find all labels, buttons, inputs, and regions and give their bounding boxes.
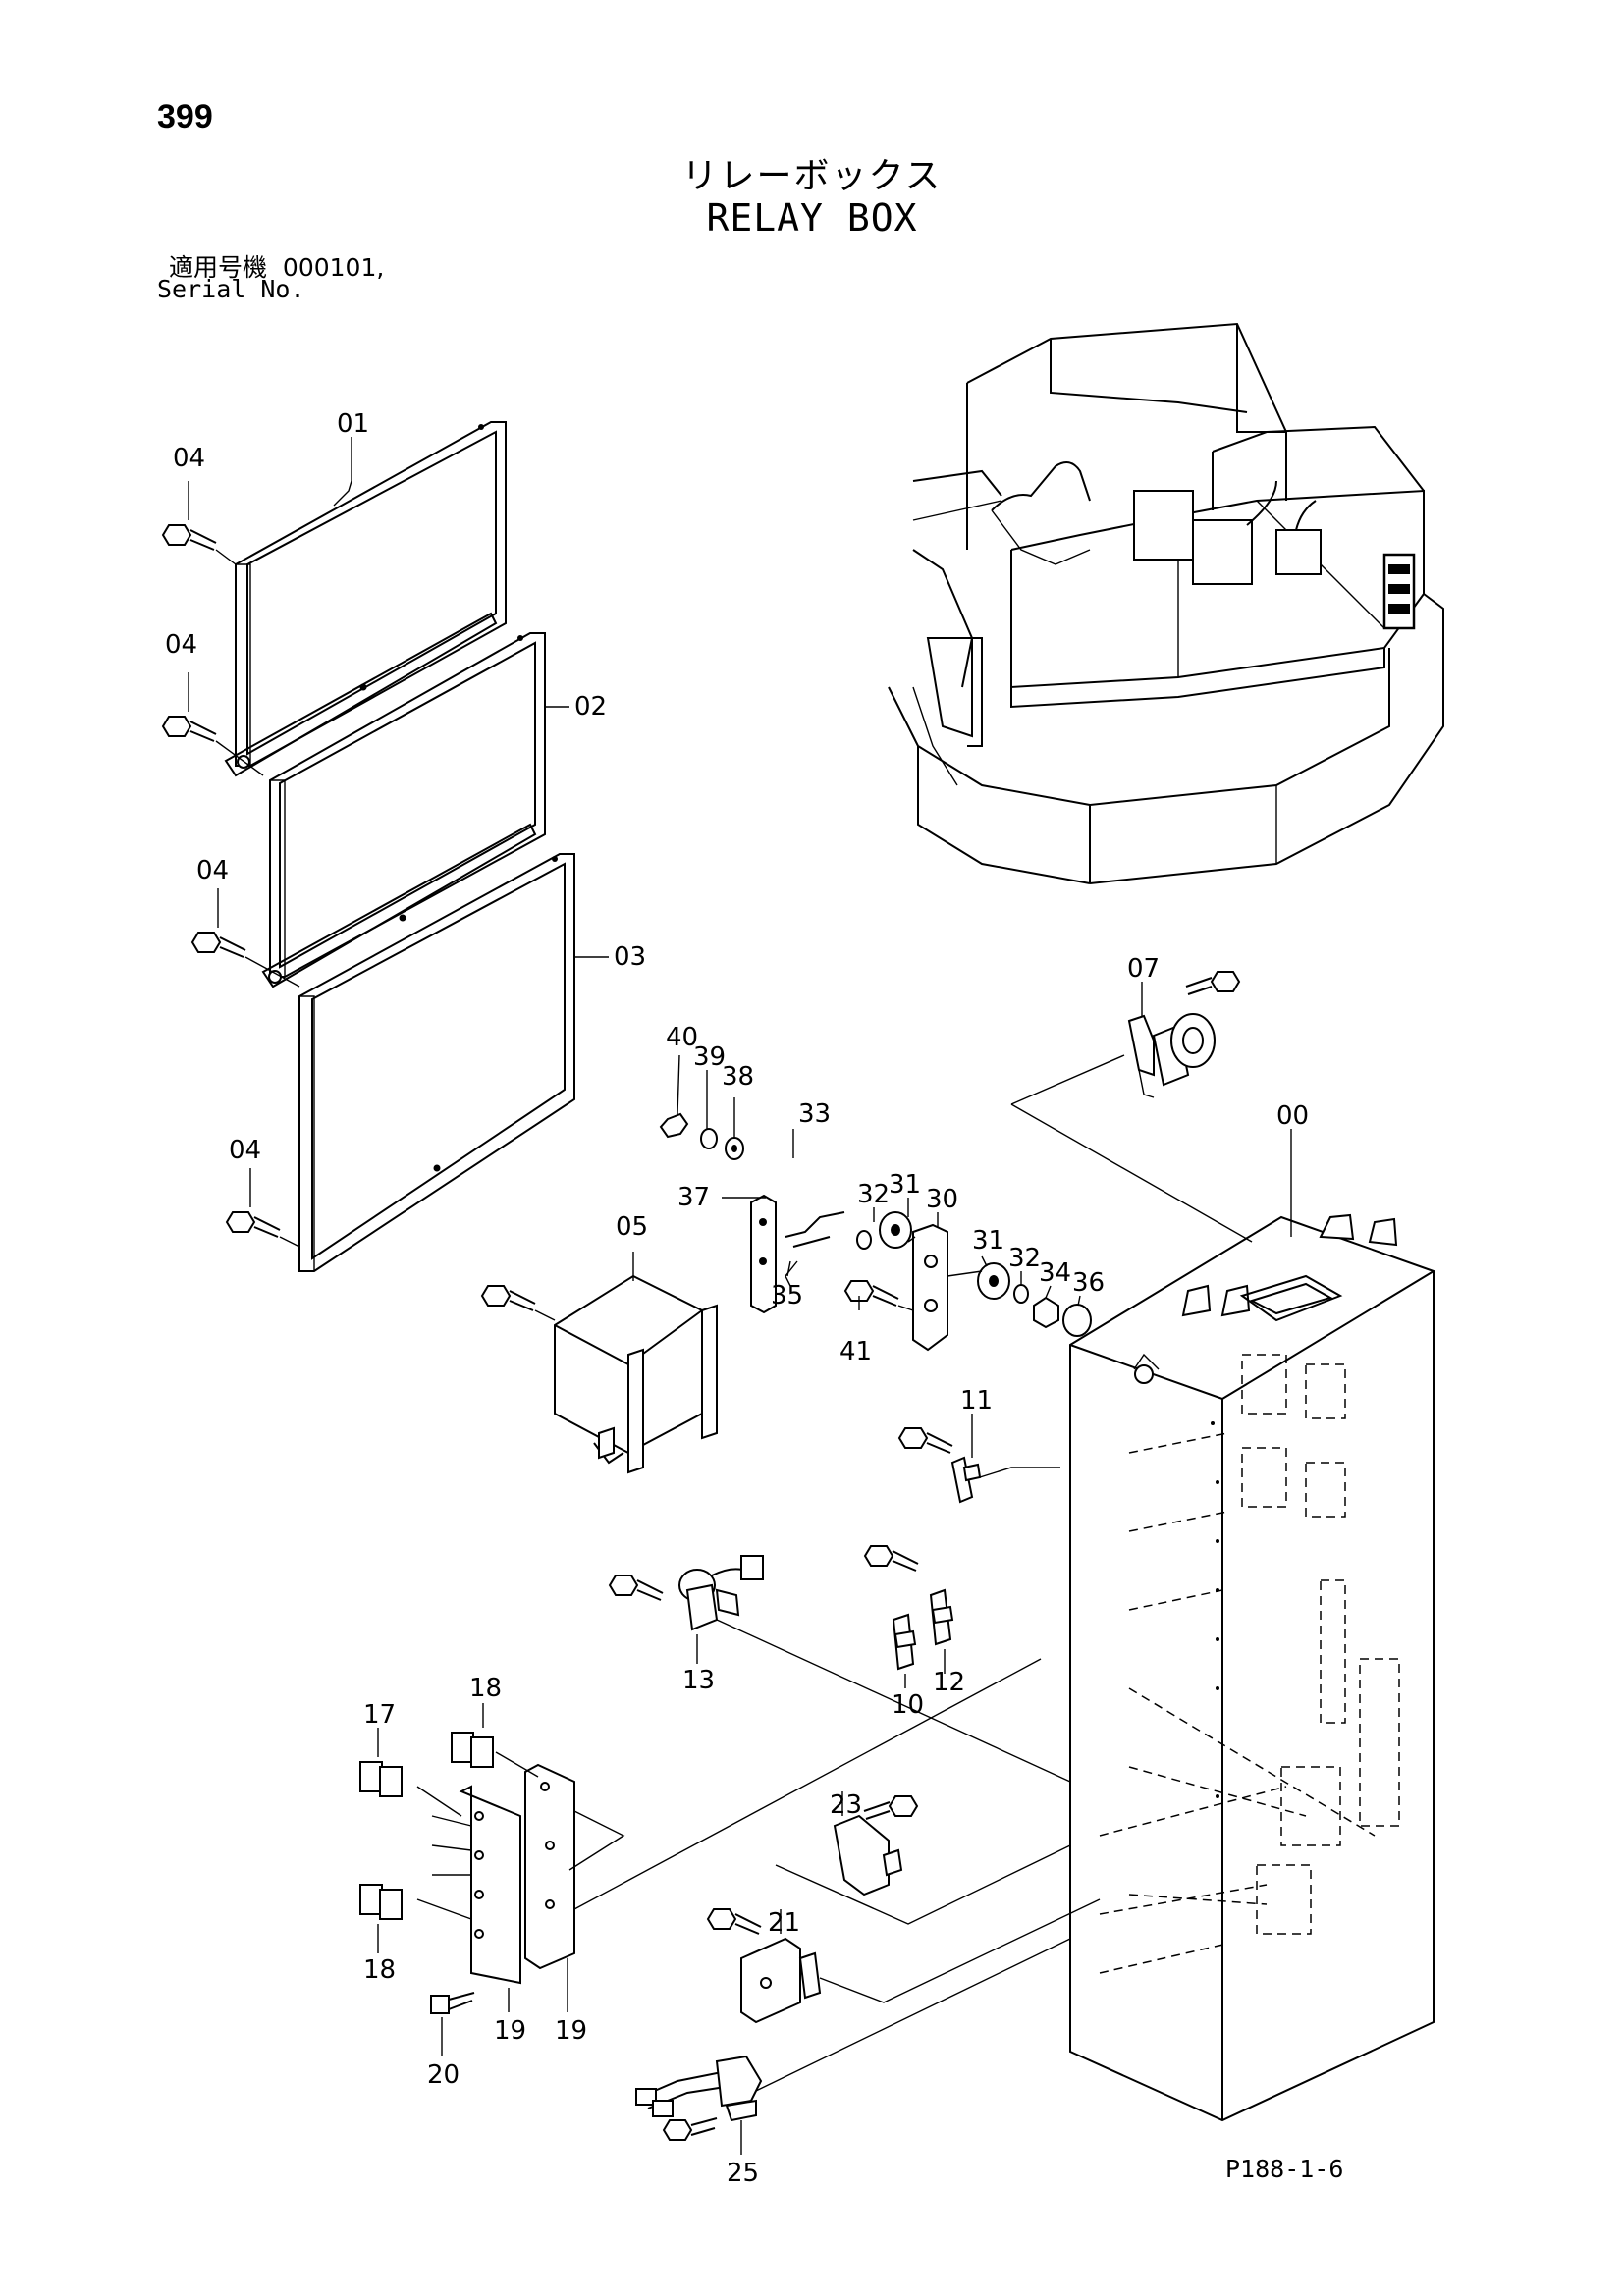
- callout-00: 00: [1276, 1101, 1309, 1131]
- bracket-07: [1010, 971, 1253, 1243]
- cover-panel-02: [261, 632, 546, 988]
- relay-panel-assembly: [359, 1658, 1042, 2014]
- callout-35: 35: [771, 1281, 803, 1310]
- callout-31-a: 31: [889, 1170, 921, 1200]
- callout-03: 03: [614, 942, 646, 972]
- callout-20: 20: [427, 2060, 460, 2090]
- title-japanese: リレーボックス: [681, 156, 943, 196]
- relay-21: [706, 1898, 1101, 2024]
- callout-01: 01: [337, 409, 369, 439]
- callout-12: 12: [933, 1668, 965, 1697]
- serial-value: 000101,: [282, 253, 385, 282]
- relay-13: [608, 1555, 1071, 1783]
- page-number: 399: [157, 98, 213, 135]
- relay-05: [480, 1274, 718, 1474]
- callout-21: 21: [768, 1908, 800, 1938]
- callout-38: 38: [722, 1062, 754, 1092]
- callout-10: 10: [892, 1690, 924, 1720]
- callout-39: 39: [693, 1042, 726, 1072]
- callout-04-a: 04: [173, 444, 205, 473]
- serial-line-japanese: 適用号機 000101,: [169, 248, 384, 284]
- diode-10: [892, 1613, 917, 1671]
- callout-32-b: 32: [1008, 1244, 1041, 1273]
- callout-25: 25: [727, 2159, 759, 2188]
- relay-23: [775, 1795, 1071, 1925]
- terminal-assembly: [659, 1112, 1092, 1352]
- callout-19-b: 19: [555, 2016, 587, 2046]
- diode-11: [897, 1427, 1060, 1504]
- callout-17: 17: [363, 1700, 396, 1730]
- serial-label-english: Serial No.: [157, 275, 305, 303]
- callout-34: 34: [1039, 1258, 1071, 1288]
- callout-11: 11: [960, 1386, 993, 1415]
- callout-04-b: 04: [165, 630, 197, 660]
- callout-13: 13: [682, 1666, 715, 1695]
- cover-panel-03: [298, 853, 575, 1272]
- callout-40: 40: [666, 1023, 698, 1052]
- callout-36: 36: [1072, 1268, 1105, 1298]
- callout-41: 41: [839, 1337, 872, 1366]
- callout-31-b: 31: [972, 1226, 1004, 1255]
- callout-02: 02: [574, 692, 607, 721]
- callout-04-c: 04: [196, 856, 229, 885]
- cover-panel-01: [224, 421, 507, 777]
- title-english: RELAY BOX: [706, 196, 918, 240]
- callout-32-a: 32: [857, 1180, 890, 1209]
- callout-18-a: 18: [469, 1674, 502, 1703]
- machine-overview-illustration: [888, 322, 1444, 884]
- callout-04-d: 04: [229, 1136, 261, 1165]
- leader-lines: [188, 437, 1292, 2155]
- bolt-04-group: [161, 524, 300, 1248]
- callout-07: 07: [1127, 954, 1160, 984]
- callout-23: 23: [830, 1790, 862, 1820]
- serial-label-japanese: 適用号機: [169, 253, 268, 282]
- callout-05: 05: [616, 1212, 648, 1242]
- callout-18-b: 18: [363, 1955, 396, 1985]
- callout-labels: 01 02 03 04 04 04 04 05 07 00 11 13 10 1…: [165, 409, 1309, 2188]
- page-reference: P188-1-6: [1225, 2155, 1344, 2183]
- relay-box-housing-00: [1069, 1213, 1435, 2122]
- callout-19-a: 19: [494, 2016, 526, 2046]
- callout-37: 37: [677, 1183, 710, 1212]
- callout-33: 33: [798, 1099, 831, 1129]
- diode-12: [863, 1545, 954, 1646]
- harness-25: [635, 1938, 1071, 2141]
- callout-30: 30: [926, 1185, 958, 1214]
